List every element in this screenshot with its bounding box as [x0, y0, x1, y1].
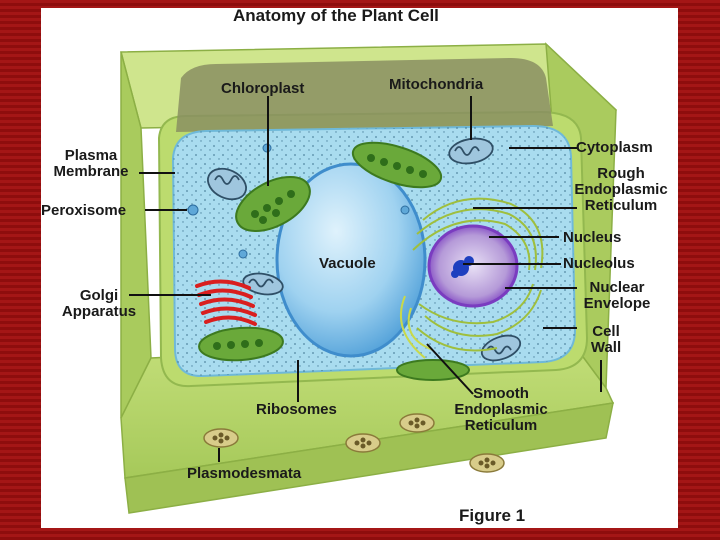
label-cell-wall: Cell Wall	[590, 323, 622, 356]
mitochondria-organelle	[207, 137, 522, 362]
label-vacuole: Vacuole	[319, 255, 376, 272]
label-ribosomes: Ribosomes	[256, 401, 337, 418]
label-smooth-er: Smooth Endoplasmic Reticulum	[454, 385, 548, 434]
leader-lines	[129, 96, 602, 462]
label-cytoplasm: Cytoplasm	[576, 139, 653, 156]
plant-cell-diagram	[120, 42, 618, 514]
chloroplast-organelle	[198, 141, 470, 381]
rough-er-organelle	[412, 197, 544, 352]
label-nuclear-envelope: Nuclear Envelope	[583, 279, 651, 312]
vacuole	[275, 162, 427, 358]
label-mitochondria: Mitochondria	[389, 76, 484, 93]
plasmodesmata-organelle	[203, 413, 505, 473]
label-golgi-apparatus: Golgi Apparatus	[61, 287, 137, 320]
label-nucleus: Nucleus	[563, 229, 622, 246]
golgi-organelle	[195, 279, 257, 326]
label-rough-er: Rough Endoplasmic Reticulum	[574, 165, 668, 214]
label-plasmodesmata: Plasmodesmata	[187, 465, 302, 482]
label-nucleolus: Nucleolus	[563, 255, 635, 272]
slide-panel: Anatomy of the Plant Cell Chloroplast Mi…	[41, 6, 678, 528]
smooth-er-organelle	[400, 295, 434, 359]
label-plasma-membrane: Plasma Membrane	[53, 147, 129, 180]
label-chloroplast: Chloroplast	[221, 80, 305, 97]
diagram-title: Anatomy of the Plant Cell	[233, 6, 439, 25]
figure-caption: Figure 1	[459, 506, 526, 525]
label-peroxisome: Peroxisome	[41, 202, 127, 219]
nucleus-organelle	[427, 224, 519, 308]
